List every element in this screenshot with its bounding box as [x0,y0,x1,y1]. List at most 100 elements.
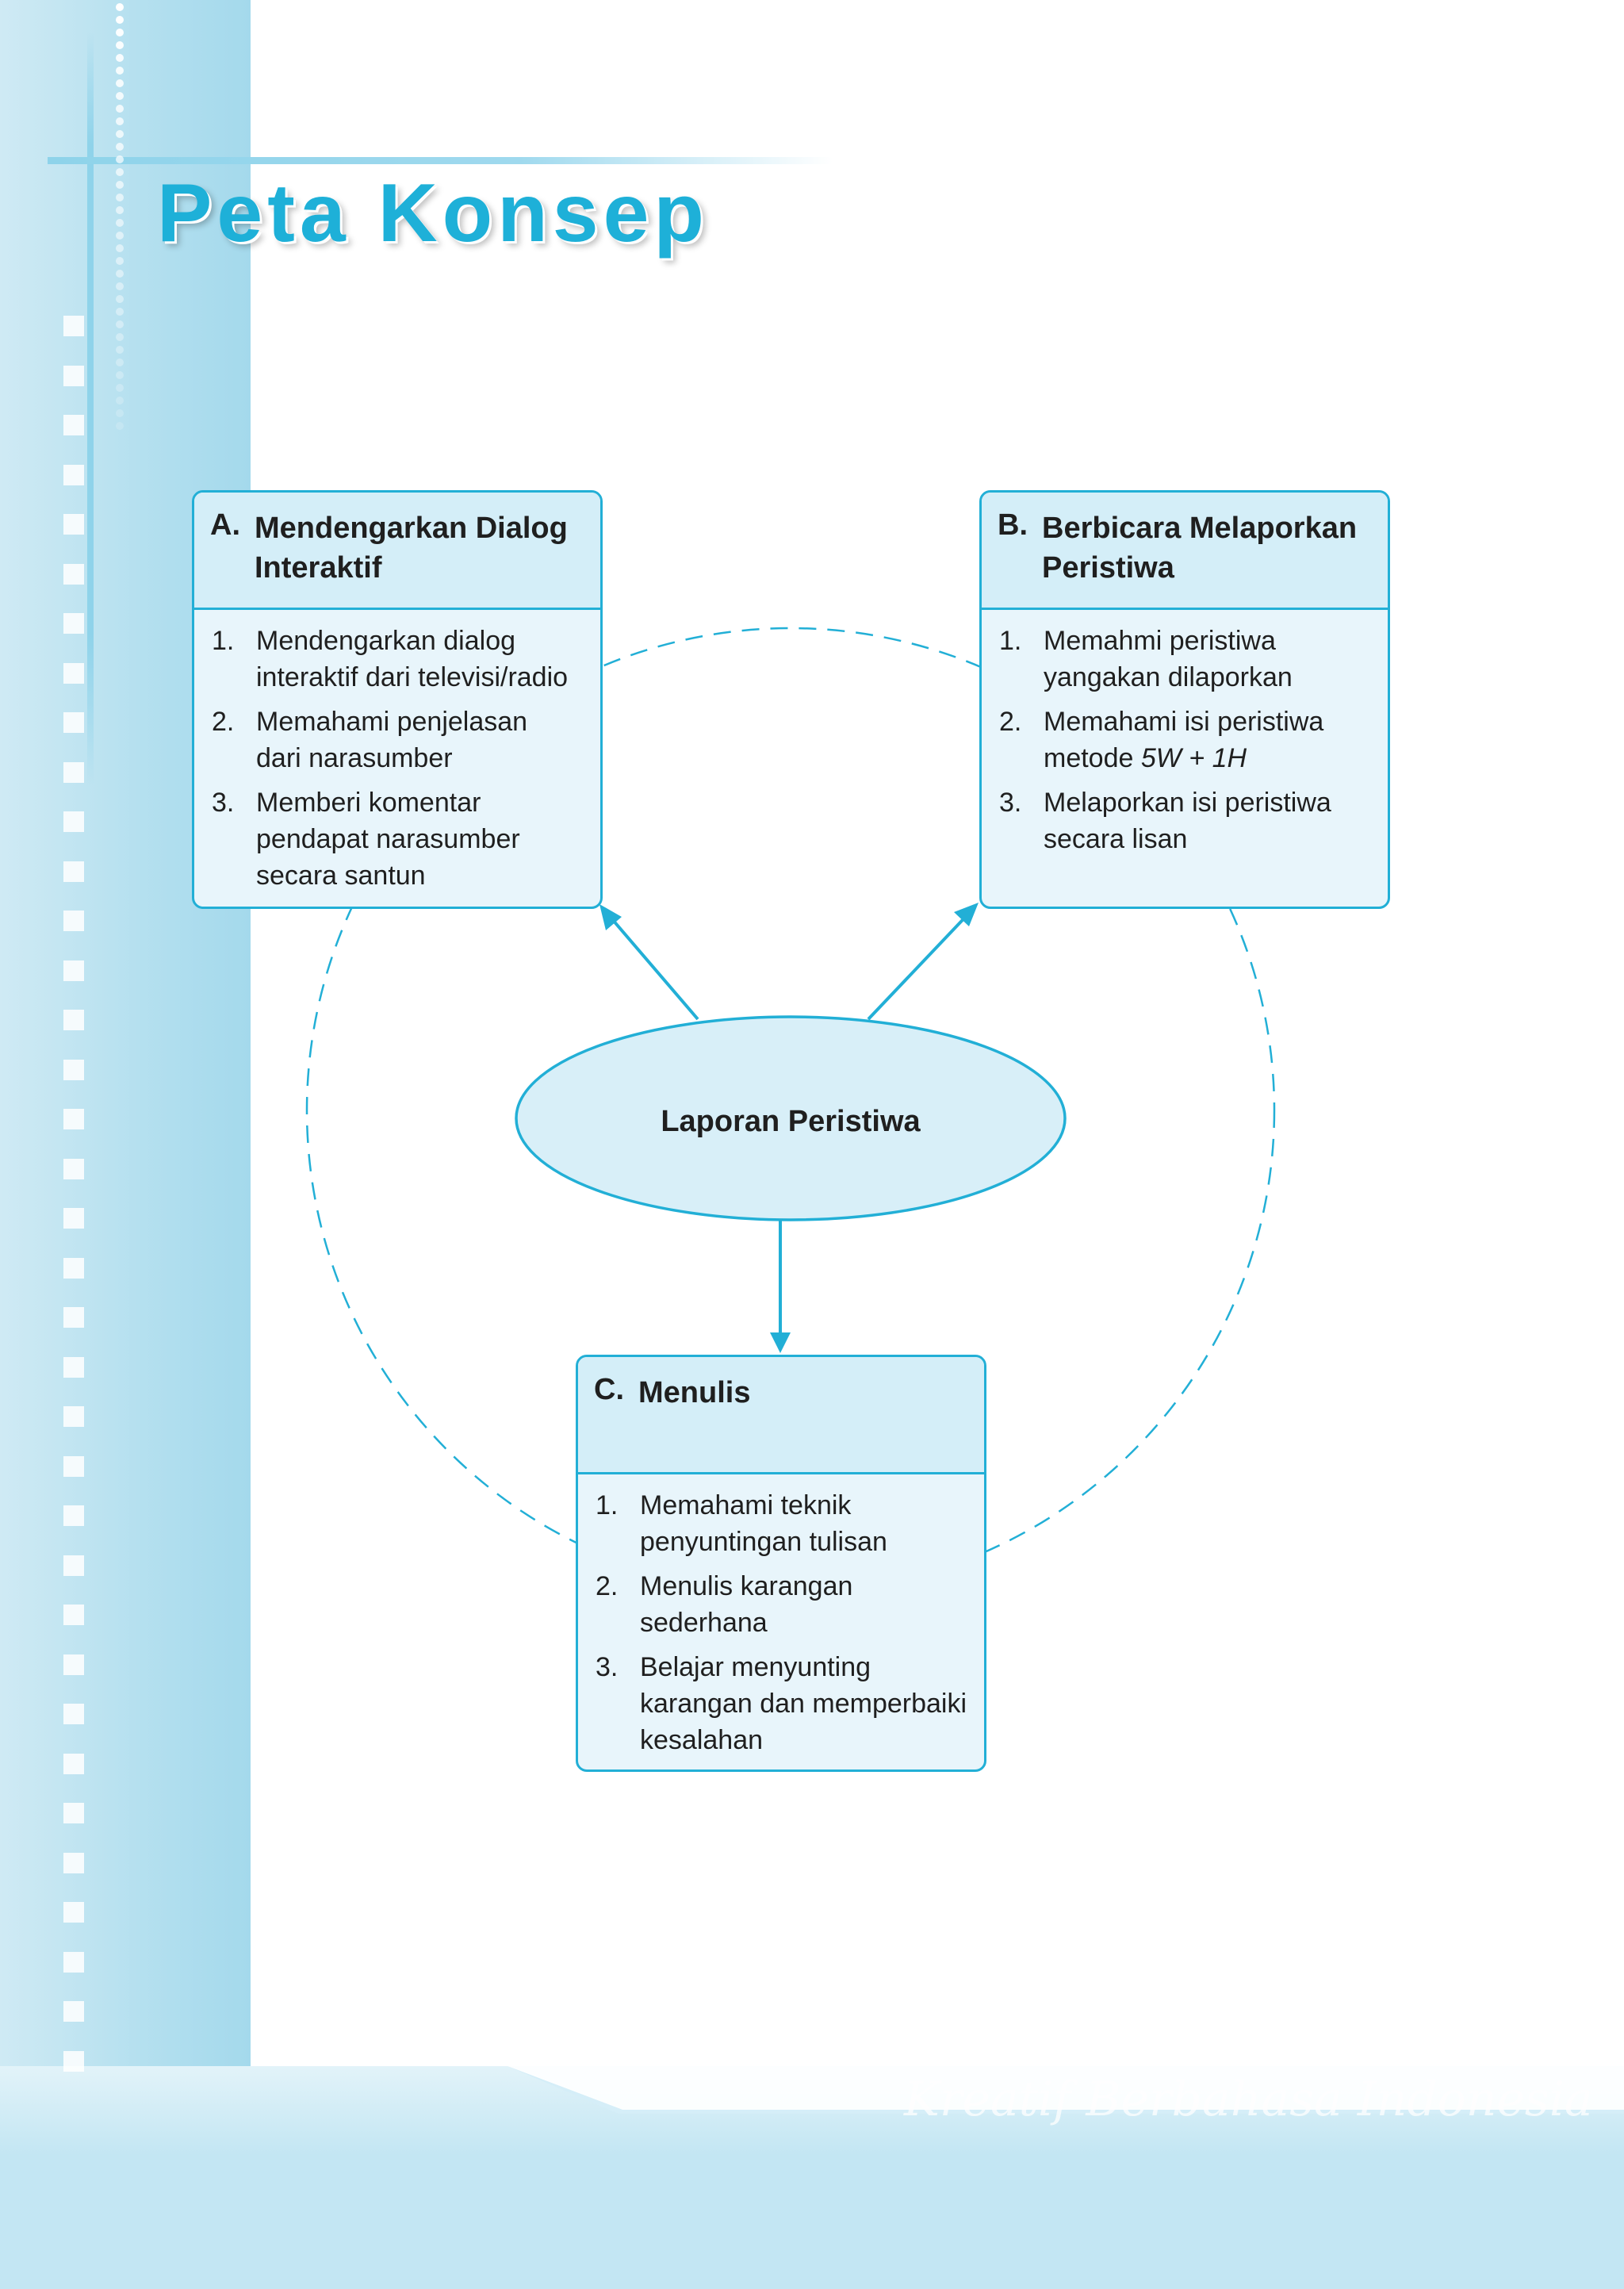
strip-dot [116,3,124,11]
box-c-letter: C. [594,1373,624,1406]
box-a-title: Mendengarkan Dialog Interaktif [255,512,568,585]
page-title-text: Peta Konsep [157,167,709,259]
strip-dot [116,219,124,227]
header-rule [48,157,833,164]
box-c-item-1-number: 1. [596,1490,619,1520]
strip-square [63,613,84,634]
strip-dot [116,371,124,379]
box-c-title: Menulis [638,1376,751,1409]
strip-dot [116,105,124,113]
bottom-wedge-shape [135,2066,1624,2114]
strip-dot [116,181,124,189]
arrowhead-box-a [599,904,622,930]
box-c-header: C. Menulis [578,1357,984,1474]
box-c: C. Menulis 1. Memahami teknik penyunting… [576,1355,986,1772]
strip-dot [116,320,124,328]
strip-dot [116,282,124,290]
box-a-item-2-text: Memahami penjelasan dari narasumber [256,707,528,773]
box-c-item-3-text: Belajar menyunting karangan dan memperba… [640,1652,967,1755]
strip-square [63,1455,84,1477]
box-b-header: B. Berbicara Melaporkan Peristiwa [982,493,1388,610]
arrow-to-box-b [867,907,975,1021]
strip-dot [116,79,124,87]
strip-square [63,1852,84,1873]
box-b: B. Berbicara Melaporkan Peristiwa 1. Mem… [979,490,1390,909]
center-label: Laporan Peristiwa [661,1105,921,1138]
arrowhead-box-b [954,903,979,926]
strip-square [63,1753,84,1774]
strip-square [63,1109,84,1129]
box-a-letter: A. [210,508,240,542]
strip-dot [116,333,124,341]
strip-square [63,2001,84,2022]
strip-dot [116,257,124,265]
strip-square [63,861,84,882]
box-a-item-3-text: Memberi komentar pendapat narasumber sec… [256,788,520,891]
box-b-title: Berbicara Melaporkan Peristiwa [1042,512,1358,585]
box-a-header: A. Mendengarkan Dialog Interaktif [194,493,600,610]
center-ellipse [515,1015,1067,1221]
strip-dot [116,346,124,354]
strip-square [63,1902,84,1923]
strip-dot [116,397,124,405]
strip-square [63,1505,84,1526]
strip-square [63,1059,84,1080]
strip-dot [116,422,124,430]
strip-square [63,1208,84,1229]
strip-dot [116,67,124,75]
strip-dot [116,41,124,49]
strip-square [63,1406,84,1427]
strip-dot [116,409,124,417]
strip-square [63,1704,84,1724]
strip-dot [116,16,124,24]
strip-square [63,1803,84,1823]
strip-square [63,415,84,435]
box-a-item-1-text: Mendengarkan dialog interaktif dari tele… [256,626,569,692]
box-c-item-3-number: 3. [596,1652,619,1682]
box-b-item-3-text: Melaporkan isi peristiwa secara lisan [1044,788,1331,854]
strip-square [63,464,84,485]
box-a: A. Mendengarkan Dialog Interaktif 1. Men… [192,490,603,909]
strip-square [63,1951,84,1973]
box-a-item-1-number: 1. [212,626,235,656]
strip-dot [116,130,124,138]
arrowhead-box-c [770,1332,791,1353]
strip-dot [116,143,124,151]
strip-dot [116,244,124,252]
strip-square [63,514,84,535]
strip-dot [116,358,124,366]
strip-dot [116,194,124,201]
strip-dot [116,384,124,392]
strip-dot [116,117,124,125]
strip-square [63,1307,84,1328]
strip-square [63,1356,84,1378]
strip-square [63,761,84,783]
box-a-item-3-number: 3. [212,788,235,818]
strip-dot [116,270,124,278]
header-vertical-line [87,32,94,785]
strip-square [63,365,84,386]
box-b-item-1-number: 1. [999,626,1022,656]
strip-square [63,563,84,585]
strip-square [63,960,84,981]
footer-watermark: Kreatif Berbahasa Indonesia [904,2072,1593,2127]
side-decoration-strip [0,0,251,2070]
box-b-item-1-text: Memahmi peristiwa yangakan dilaporkan [1044,626,1293,692]
strip-dot [116,29,124,36]
strip-dot [116,155,124,163]
strip-dot [116,232,124,240]
box-b-item-2-number: 2. [999,707,1022,737]
strip-square [63,316,84,336]
strip-square [63,712,84,733]
strip-square [63,1654,84,1675]
box-b-item-3-number: 3. [999,788,1022,818]
box-c-item-2-text: Menulis karangan sederhana [640,1571,853,1638]
box-b-letter: B. [998,508,1028,542]
strip-dot [116,308,124,316]
box-c-item-2-number: 2. [596,1571,619,1601]
box-c-item-1-text: Memahami teknik penyuntingan tulisan [640,1490,887,1557]
strip-square [63,811,84,832]
box-b-item-2-text: Memahami isi peristiwa metode [1044,707,1324,773]
box-b-item-2-emphasis: 5W + 1H [1140,743,1247,773]
